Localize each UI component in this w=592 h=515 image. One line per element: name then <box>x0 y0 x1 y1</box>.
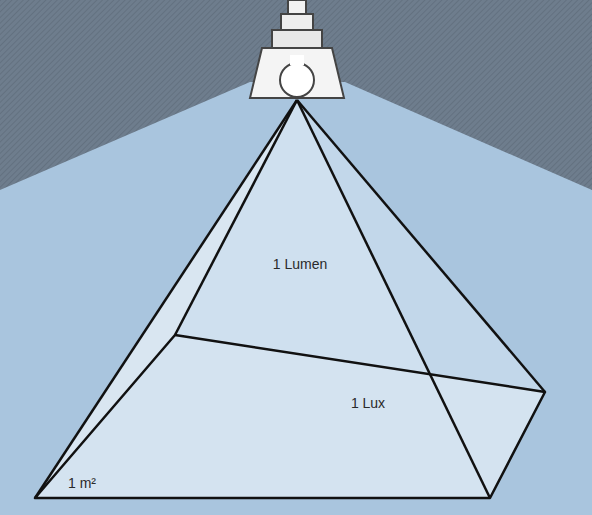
pyramid-edges <box>35 100 545 498</box>
illuminance-label: 1 Lux <box>351 396 385 411</box>
flux-label: 1 Lumen <box>273 257 327 272</box>
area-label: 1 m² <box>68 476 96 491</box>
floor-square <box>35 335 545 498</box>
lamp <box>250 0 344 98</box>
